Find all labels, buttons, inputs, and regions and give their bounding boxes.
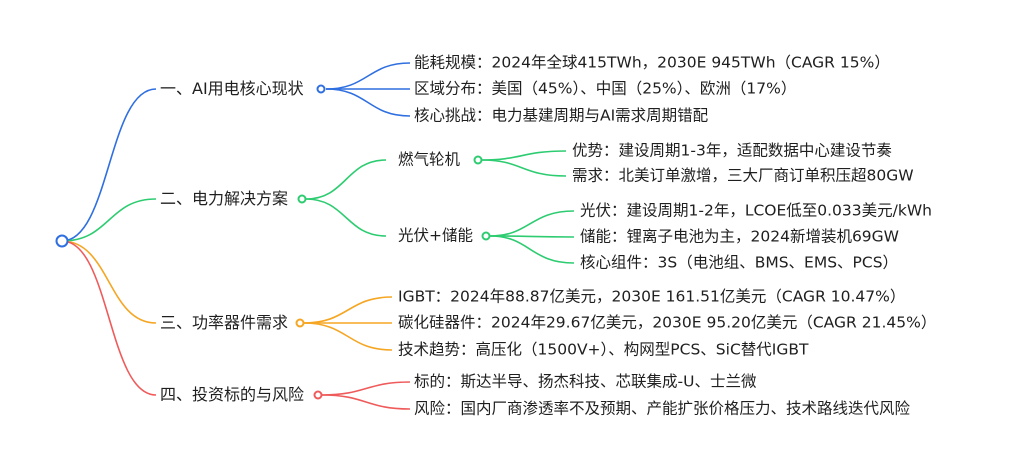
- branch-3-leaf-3[interactable]: 技术趋势：高压化（1500V+）、构网型PCS、SiC替代IGBT: [398, 340, 809, 359]
- branch-3-leaf-2[interactable]: 碳化硅器件：2024年29.67亿美元，2030E 95.20亿美元（CAGR …: [398, 313, 937, 332]
- edge-s1-l1: [481, 150, 567, 161]
- branch-2-sub-2-leaf-2[interactable]: 储能：锂离子电池为主，2024新增装机69GW: [580, 227, 900, 246]
- edge-root-b3: [61, 240, 157, 324]
- branch-1-leaf-1[interactable]: 能耗规模：2024年全球415TWh，2030E 945TWh（CAGR 15%…: [414, 53, 890, 72]
- branch-2-sub-2-leaf-1[interactable]: 光伏：建设周期1-2年，LCOE低至0.033美元/kWh: [580, 201, 932, 220]
- edge-s2-l3: [489, 235, 575, 264]
- branch-2-sub-1-node-circle[interactable]: [473, 155, 483, 165]
- branch-2-sub-1-leaf-2[interactable]: 需求：北美订单激增，三大厂商订单积压超80GW: [572, 166, 914, 185]
- edge-s2-l1: [489, 210, 575, 237]
- edge-b4-l1: [321, 381, 411, 396]
- branch-2-sub-1-leaf-1[interactable]: 优势：建设周期1-3年，适配数据中心建设节奏: [572, 141, 892, 160]
- branch-4-label[interactable]: 四、投资标的与风险: [160, 385, 305, 404]
- edge-b2-s1: [305, 159, 387, 200]
- branch-2-sub-2-leaf-3[interactable]: 核心组件：3S（电池组、BMS、EMS、PCS）: [580, 253, 899, 272]
- branch-1-leaf-2[interactable]: 区域分布：美国（45%）、中国（25%）、欧洲（17%）: [414, 79, 797, 98]
- edge-b1-l3: [325, 88, 411, 117]
- branch-4-node-circle[interactable]: [313, 390, 323, 400]
- branch-3-label[interactable]: 三、功率器件需求: [160, 313, 289, 332]
- branch-2-label[interactable]: 二、电力解决方案: [160, 189, 289, 208]
- root-node-circle[interactable]: [55, 234, 69, 248]
- edge-b1-l1: [325, 62, 411, 90]
- branch-2-node-circle[interactable]: [297, 194, 307, 204]
- edge-root-b4: [61, 240, 157, 396]
- edge-b4-l2: [321, 394, 411, 410]
- edge-b2-s2: [305, 198, 387, 237]
- branch-1-node-circle[interactable]: [316, 84, 326, 94]
- branch-3-node-circle[interactable]: [295, 318, 305, 328]
- branch-2-sub-2-node-circle[interactable]: [481, 231, 491, 241]
- edge-b3-l1: [303, 296, 393, 324]
- branch-2-sub-1-label[interactable]: 燃气轮机: [398, 150, 461, 169]
- branch-3-leaf-1[interactable]: IGBT：2024年88.87亿美元，2030E 161.51亿美元（CAGR …: [398, 287, 906, 306]
- branch-4-leaf-2[interactable]: 风险：国内厂商渗透率不及预期、产能扩张价格压力、技术路线迭代风险: [414, 399, 911, 418]
- branch-1-leaf-3[interactable]: 核心挑战：电力基建周期与AI需求周期错配: [414, 106, 709, 125]
- branch-4-leaf-1[interactable]: 标的：斯达半导、扬杰科技、芯联集成-U、士兰微: [414, 372, 757, 391]
- branch-2-sub-2-label[interactable]: 光伏+储能: [398, 226, 473, 245]
- edge-b3-l3: [303, 322, 393, 351]
- edge-s1-l2: [481, 159, 567, 177]
- branch-1-label[interactable]: 一、AI用电核心现状: [160, 79, 304, 98]
- edge-root-b1: [61, 88, 157, 242]
- edge-root-b2: [61, 198, 157, 242]
